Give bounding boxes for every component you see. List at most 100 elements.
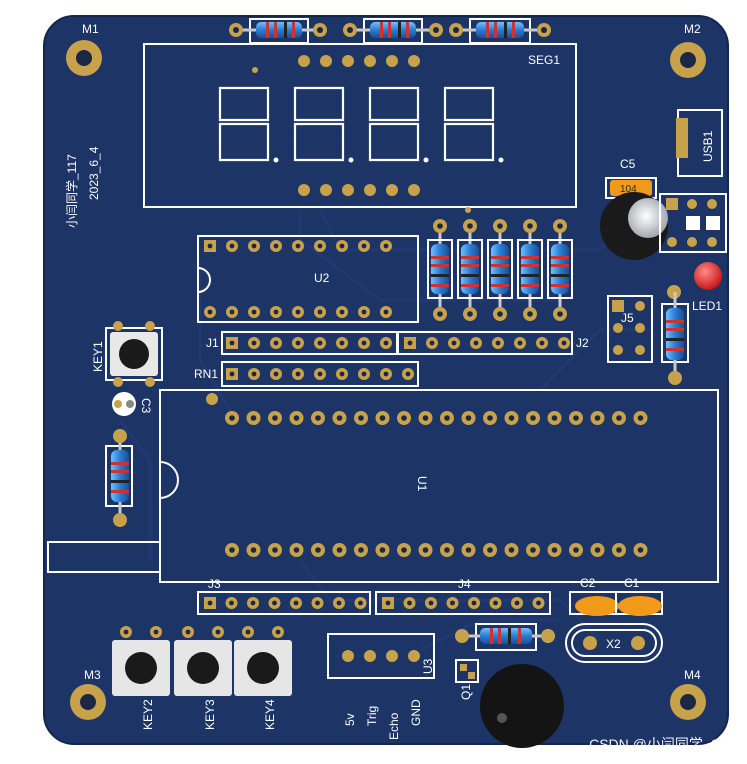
pad-hole <box>273 309 279 315</box>
pad-hole <box>573 547 579 553</box>
pad-hole <box>422 547 429 553</box>
sensor-pin-5v: 5v <box>343 713 357 726</box>
mount-m2: M2 <box>670 22 706 78</box>
pad-hole <box>272 547 278 553</box>
pad-hole <box>401 415 407 421</box>
digit <box>368 86 429 163</box>
pad-hole <box>250 415 257 421</box>
segment-upper <box>218 86 270 122</box>
crystal-x2: X2 <box>565 623 663 663</box>
pad-hole <box>250 547 257 553</box>
pad-hole <box>379 415 386 421</box>
pad-hole <box>339 371 345 377</box>
color-band <box>551 274 569 277</box>
ic-u2: U2 <box>197 235 419 323</box>
header-j2: J2 <box>397 331 589 355</box>
pad-hole <box>358 547 364 553</box>
usb-connector: USB1 <box>676 109 723 177</box>
pad-hole <box>315 415 321 421</box>
pad-hole <box>336 415 343 421</box>
mount-m3: M3 <box>70 668 106 720</box>
j3-label: J3 <box>208 577 221 591</box>
buzzer <box>480 664 564 748</box>
key-switch[interactable]: KEY2 <box>112 626 170 730</box>
pad-hole <box>293 547 300 553</box>
sensor-pin-echo: Echo <box>387 712 401 740</box>
pad-hole <box>450 600 455 606</box>
pad-hole <box>207 243 213 249</box>
c3-label: C3 <box>139 398 153 414</box>
pad-hole <box>616 415 622 421</box>
silk-block <box>47 541 161 573</box>
decimal-point <box>273 157 279 163</box>
color-band <box>431 256 449 259</box>
pad-hole <box>229 547 235 553</box>
key-label: KEY4 <box>263 699 277 730</box>
pad-hole <box>467 311 473 317</box>
color-band <box>461 284 479 287</box>
pad-hole <box>293 600 299 606</box>
pad-hole <box>229 371 235 377</box>
pad-hole <box>517 340 523 346</box>
pad-hole <box>407 600 412 606</box>
decimal-point <box>498 157 504 163</box>
mount-m4: M4 <box>670 668 706 720</box>
pad-hole <box>437 223 443 229</box>
c5-code: 104 <box>620 184 637 195</box>
pad-hole <box>229 243 235 249</box>
digit <box>218 86 279 163</box>
j1-label: J1 <box>206 336 219 350</box>
pad-hole <box>401 547 407 553</box>
pad-hole <box>245 629 251 635</box>
j4-label: J4 <box>458 577 471 591</box>
watermark: CSDN @小闫同学_117 <box>589 736 733 752</box>
electrolytic-capacitor <box>600 192 668 260</box>
sensor-pin-trig: Trig <box>365 706 379 726</box>
pad-hole <box>336 600 342 606</box>
color-band <box>461 264 479 267</box>
u3-label: U3 <box>421 658 435 674</box>
header-j5: J5 <box>607 295 653 363</box>
segment-lower <box>293 122 345 162</box>
pad-hole <box>379 547 386 553</box>
pad-hole <box>339 340 345 346</box>
capacitor-c1: C1 <box>615 576 663 616</box>
capacitor-c2: C2 <box>569 576 619 616</box>
resistor-array <box>427 219 573 321</box>
pad-hole <box>444 547 450 553</box>
pad-hole <box>229 415 235 421</box>
x2-label: X2 <box>606 637 621 651</box>
key-cap <box>125 652 157 684</box>
q1-label: Q1 <box>459 684 473 700</box>
pad-hole <box>637 415 644 421</box>
pad-hole <box>317 340 323 346</box>
seg1-label: SEG1 <box>528 53 560 67</box>
pad-hole <box>493 600 498 606</box>
pad-hole <box>497 311 503 317</box>
pad-hole <box>207 600 213 606</box>
key-switch[interactable]: KEY3 <box>174 626 232 730</box>
resistor-bottom <box>455 623 555 651</box>
key1-switch[interactable]: KEY1 <box>91 321 163 387</box>
silk-outline <box>427 239 453 299</box>
pad-hole <box>407 340 413 346</box>
resistor-vertical <box>457 219 483 321</box>
pad-hole <box>251 309 257 315</box>
pad-hole <box>637 547 644 553</box>
segment-lower <box>368 122 420 162</box>
pad-hole <box>536 600 541 606</box>
color-band <box>551 284 569 287</box>
silk-outline <box>517 239 543 299</box>
pad-hole <box>295 309 301 315</box>
pad-hole <box>444 415 450 421</box>
pad-hole <box>315 547 321 553</box>
pad-hole <box>185 629 191 635</box>
key-switch[interactable]: KEY4 <box>234 626 292 730</box>
j5-label: J5 <box>621 311 634 325</box>
led1: LED1 <box>667 262 722 313</box>
pad-hole <box>251 340 257 346</box>
pad-hole <box>123 629 129 635</box>
pad-hole <box>465 547 472 553</box>
pad-hole <box>429 340 435 346</box>
